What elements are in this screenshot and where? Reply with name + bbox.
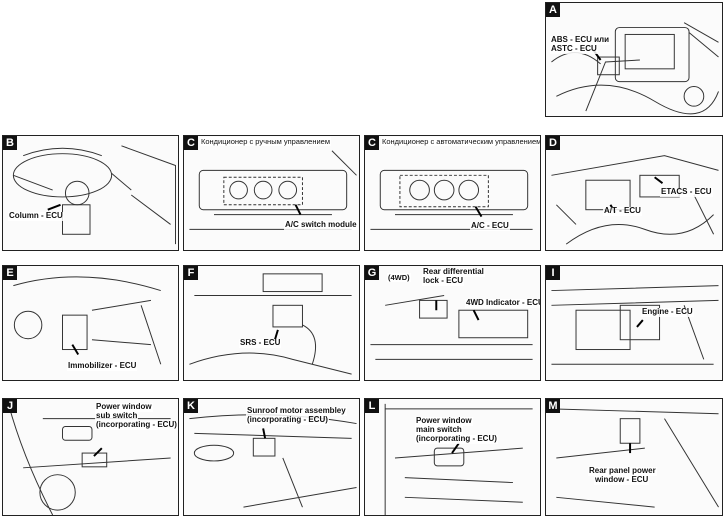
callout-label: Power window <box>415 416 473 426</box>
panel-letter: K <box>184 399 198 413</box>
panel-letter: F <box>184 266 198 280</box>
panel-l: L Power window main switch (incorporatin… <box>364 398 541 516</box>
callout-label: ETACS - ECU <box>660 187 713 197</box>
front-door-sketch <box>384 403 533 515</box>
panel-c-auto: C Кондиционер с автоматическим управлени… <box>364 135 541 251</box>
console-sketch <box>189 273 352 375</box>
panel-letter: M <box>546 399 560 413</box>
callout-label: Rear panel power <box>588 466 657 476</box>
panel-letter: J <box>3 399 17 413</box>
callout-label: Immobilizer - ECU <box>67 361 138 371</box>
panel-j: J Power window sub switch (incorporating… <box>2 398 179 516</box>
panel-k: K Sunroof motor assembley (incorporating… <box>183 398 360 516</box>
callout-label: 4WD Indicator - ECU <box>465 298 540 308</box>
panel-caption: (4WD) <box>387 273 411 282</box>
panel-letter: A <box>546 3 560 17</box>
panel-caption: Кондиционер с автоматическим управлением <box>381 137 541 146</box>
engine-ecu-sketch <box>551 285 719 365</box>
panel-letter: C <box>184 136 198 150</box>
panel-letter: E <box>3 266 17 280</box>
callout-label: A/C switch module <box>284 220 358 230</box>
panel-c-manual: C Кондиционер с ручным управлением A/C s… <box>183 135 360 251</box>
steering-column-sketch <box>12 145 176 245</box>
panel-letter: B <box>3 136 17 150</box>
callout-label: A/T - ECU <box>603 206 642 216</box>
callout-label: window - ECU <box>594 475 650 485</box>
callout-label: (incorporating - ECU) <box>246 415 329 425</box>
callout-label: main switch <box>415 425 463 435</box>
rear-door-sketch <box>7 403 171 515</box>
steering-lock-sketch <box>13 276 162 365</box>
callout-label: ABS - ECU или <box>550 35 611 45</box>
panel-g: G (4WD) Rear differential lock - ECU 4WD… <box>364 265 541 381</box>
callout-label: A/C - ECU <box>470 221 510 231</box>
rear-panel-sketch <box>551 408 719 508</box>
callout-label: ASTC - ECU <box>550 44 598 54</box>
panel-d: D ETACS - ECU A/T - ECU <box>545 135 723 251</box>
callout-label: lock - ECU <box>422 276 465 286</box>
panel-m: M Rear panel power window - ECU <box>545 398 723 516</box>
callout-label: Column - ECU <box>8 211 64 221</box>
callout-label: Power window <box>95 402 153 412</box>
panel-e: E Immobilizer - ECU <box>2 265 179 381</box>
callout-label: Sunroof motor assembley <box>246 406 347 416</box>
callout-label: Rear differential <box>422 267 485 277</box>
panel-b: B Column - ECU <box>2 135 179 251</box>
panel-letter: C <box>365 136 379 150</box>
callout-label: sub switch <box>95 411 139 421</box>
ac-manual-sketch <box>189 150 357 230</box>
callout-label: SRS - ECU <box>239 338 282 348</box>
engine-bay-sketch <box>551 22 719 115</box>
panel-letter: G <box>365 266 379 280</box>
callout-label: (incorporating - ECU) <box>95 420 178 430</box>
panel-caption: Кондиционер с ручным управлением <box>200 137 331 146</box>
panel-letter: I <box>546 266 560 280</box>
panel-f: F SRS - ECU <box>183 265 360 381</box>
panel-a: A ABS - ECU или ASTC - ECU <box>545 2 723 117</box>
panel-i: I Engine - ECU <box>545 265 723 381</box>
ac-auto-sketch <box>370 169 533 230</box>
callout-label: Engine - ECU <box>641 307 694 317</box>
4wd-dash-sketch <box>370 294 533 360</box>
panel-letter: L <box>365 399 379 413</box>
panel-letter: D <box>546 136 560 150</box>
callout-label: (incorporating - ECU) <box>415 434 498 444</box>
